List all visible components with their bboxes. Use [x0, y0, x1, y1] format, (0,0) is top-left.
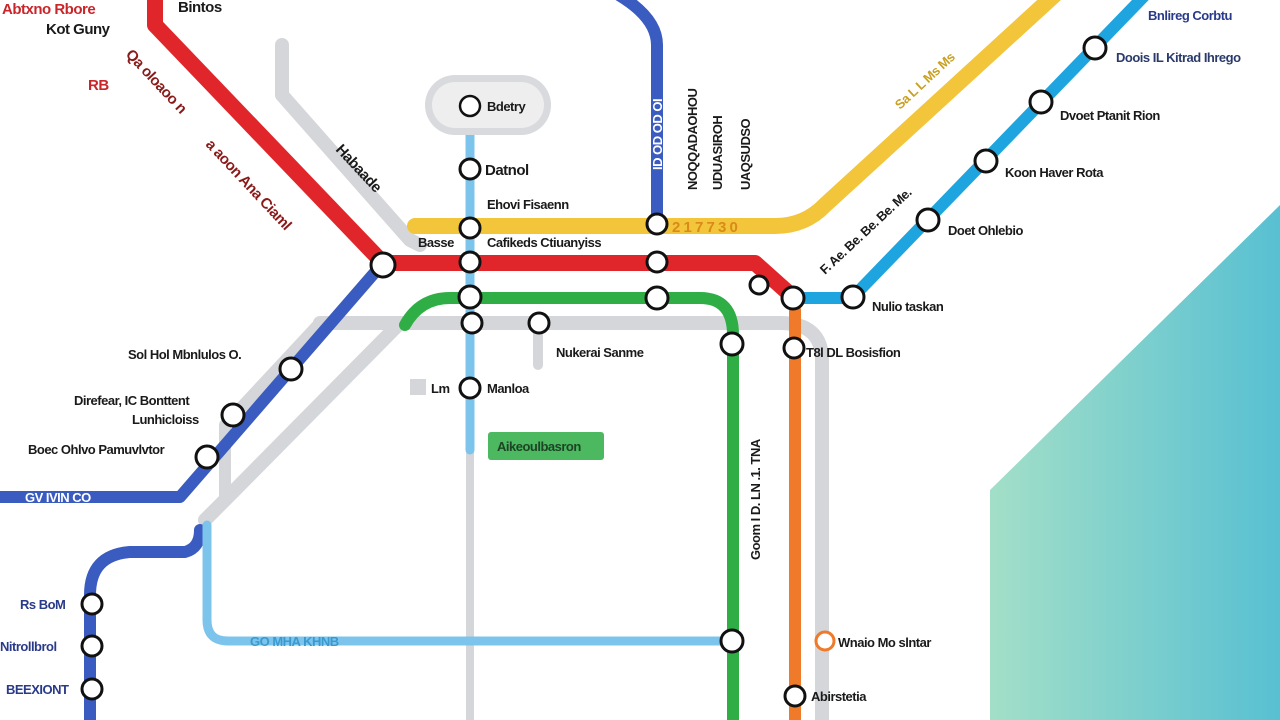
label: Abirstetia [811, 689, 867, 704]
station[interactable] [840, 284, 866, 310]
station[interactable] [80, 677, 104, 701]
station[interactable] [458, 376, 482, 400]
station[interactable] [719, 331, 745, 357]
station[interactable] [458, 216, 482, 240]
gray-line-southwest [198, 316, 407, 527]
yellow-line [407, 0, 1061, 234]
label: T8l DL Bosisfion [806, 345, 901, 360]
station[interactable] [460, 311, 484, 335]
station[interactable] [80, 592, 104, 616]
gray-line-north [275, 38, 427, 252]
station[interactable] [782, 336, 806, 360]
station[interactable] [458, 157, 482, 181]
label: Cafikeds Ctiuanyiss [487, 235, 601, 250]
label: Lunhicloiss [132, 412, 199, 427]
label: Datnol [485, 162, 529, 179]
label: Manloa [487, 381, 530, 396]
station[interactable] [457, 284, 483, 310]
label: NOQQADAOHOU [685, 89, 700, 191]
station[interactable] [458, 250, 482, 274]
station[interactable] [527, 311, 551, 335]
label: Doois IL Kitrad Ihrego [1116, 50, 1241, 65]
light-blue-line-south [202, 520, 738, 646]
label: UAQSUDSO [738, 118, 753, 190]
station[interactable] [780, 285, 806, 311]
label: Nitrollbrol [0, 639, 57, 654]
stations [80, 35, 1108, 708]
station[interactable] [645, 250, 669, 274]
station[interactable] [915, 207, 941, 233]
label: Nukerai Sanme [556, 345, 644, 360]
label: BEEXIONT [6, 682, 69, 697]
badge-label: Bdetry [487, 99, 526, 114]
label: Bnlireg Corbtu [1148, 8, 1233, 23]
label: Abtxno Rbore [2, 1, 95, 18]
label: Dvoet Ptanit Rion [1060, 108, 1160, 123]
label: Boec Ohlvo Pamuvlvtor [28, 442, 165, 457]
label: Ehovi Fisaenn [487, 197, 569, 212]
green-tag-label: Aikeoulbasron [497, 439, 581, 454]
label: Rs BoM [20, 597, 65, 612]
teal-decorative-panel [990, 205, 1280, 720]
label: Nulio taskan [872, 299, 944, 314]
label: GO MHA KHNB [250, 634, 339, 649]
label: 2 1 7 7 3 0 [672, 219, 738, 236]
station[interactable] [748, 274, 770, 296]
station[interactable] [194, 444, 220, 470]
blue-line-west [0, 257, 389, 503]
label: Wnaio Mo slntar [838, 635, 931, 650]
label: Goom I D. LN .1. TNA [748, 438, 763, 560]
station[interactable] [783, 684, 807, 708]
station[interactable] [814, 630, 836, 652]
blue-line-north [615, 0, 663, 231]
blue-line-south [84, 524, 206, 720]
station[interactable] [644, 285, 670, 311]
station[interactable] [645, 212, 669, 236]
station-badge[interactable]: Bdetry [425, 75, 551, 135]
station[interactable] [220, 402, 246, 428]
station[interactable] [80, 634, 104, 658]
label: Bintos [178, 0, 222, 16]
gray-line-central [313, 316, 829, 720]
station[interactable] [973, 148, 999, 174]
label: Sol Hol Mbnlulos O. [128, 347, 241, 362]
label: GV IVIN CO [25, 490, 91, 505]
label: Basse [418, 235, 454, 250]
label: Kot Guny [46, 21, 111, 38]
green-line [399, 292, 739, 720]
label: ID OD OD OI [650, 99, 665, 170]
station[interactable] [278, 356, 304, 382]
station[interactable] [1082, 35, 1108, 61]
green-tag[interactable]: Aikeoulbasron [488, 432, 604, 460]
label: UDUASIROH [710, 116, 725, 190]
label: RB [88, 77, 109, 94]
station[interactable] [1028, 89, 1054, 115]
station-icon [458, 94, 482, 118]
label: Koon Haver Rota [1005, 165, 1104, 180]
station[interactable] [369, 251, 397, 279]
label: Doet Ohlebio [948, 223, 1023, 238]
label: Lm [431, 381, 450, 396]
station[interactable] [719, 628, 745, 654]
label: Direfear, IC Bonttent [74, 393, 190, 408]
